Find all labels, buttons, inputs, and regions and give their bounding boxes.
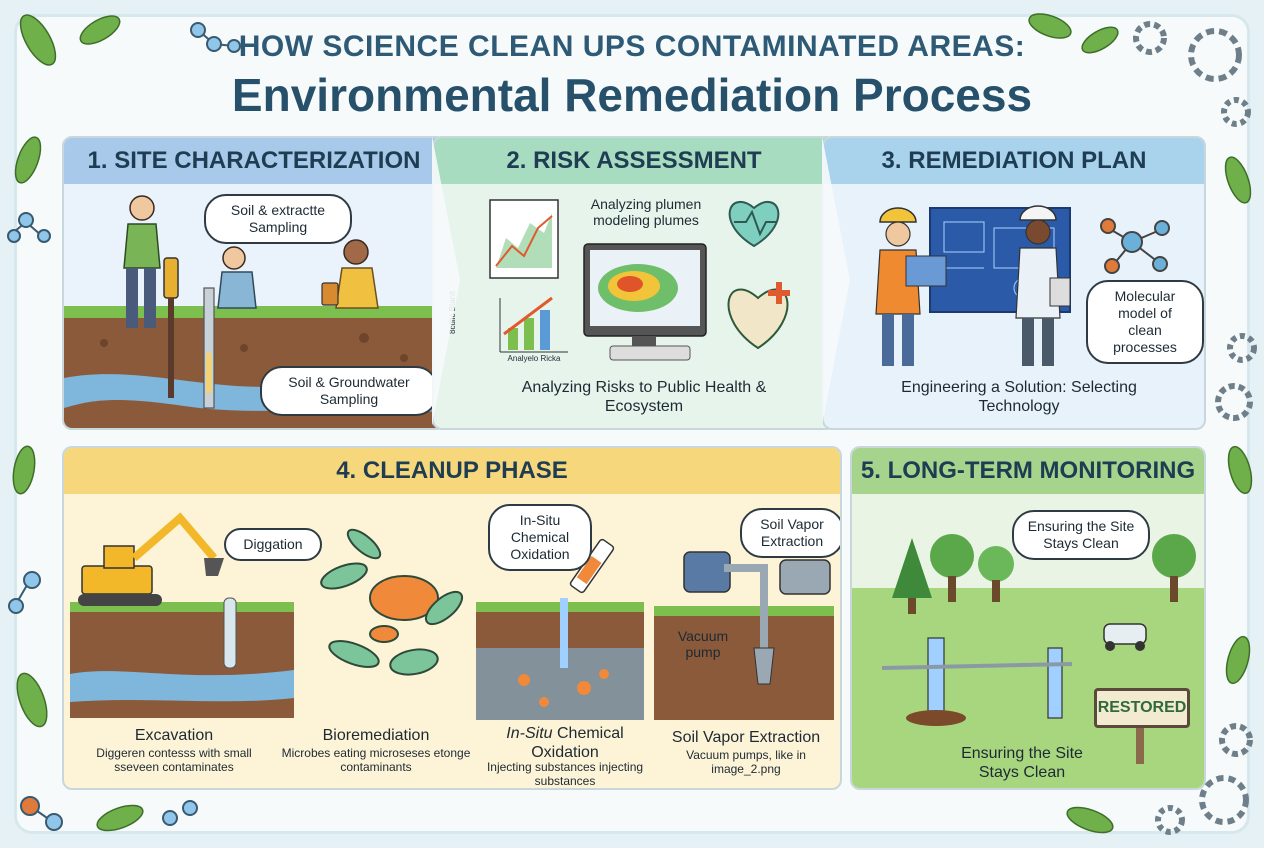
- molecule-icon: [1100, 218, 1170, 274]
- panel-title: 4. CLEANUP PHASE: [64, 448, 840, 494]
- speech-bubble: Soil Vapor Extraction: [740, 508, 840, 558]
- panel-title: 5. LONG-TERM MONITORING: [852, 448, 1204, 494]
- robot-rover-icon: [1103, 623, 1147, 651]
- risk-illustration: [489, 199, 790, 361]
- plan-illustration: [875, 205, 1170, 366]
- worker-icon: [123, 195, 179, 398]
- engineer-icon: [1015, 205, 1071, 366]
- panel-site-characterization: 1. SITE CHARACTERIZATION Soil & extractt…: [62, 136, 446, 430]
- excavation-title: Excavation: [134, 727, 214, 744]
- excavator-icon: [78, 512, 224, 606]
- vacuum-pump-label: Vacuum pump: [677, 628, 729, 660]
- panel-remediation-plan: 3. REMEDIATION PLAN Molecula: [822, 136, 1206, 430]
- panel-long-term-monitoring: 5. LONG-TERM MONITORING Ensuring the Sit…: [850, 446, 1206, 790]
- panel-caption: Analyzing Risks to Public Health & Ecosy…: [521, 379, 767, 415]
- panel-title: 3. REMEDIATION PLAN: [824, 138, 1204, 184]
- page-title: Environmental Remediation Process: [231, 69, 1033, 121]
- worker-icon: [321, 239, 379, 309]
- cleanup-illustration: [70, 512, 834, 720]
- engineer-icon: [875, 207, 947, 366]
- header-kicker: HOW SCIENCE CLEAN UPS CONTAMINATED AREAS…: [238, 30, 1026, 63]
- chart-side-label: 8cdlic Btanlt: [448, 290, 457, 334]
- sve-title: Soil Vapor Extraction: [671, 729, 821, 746]
- health-icon: [727, 282, 790, 350]
- panel-title: 1. SITE CHARACTERIZATION: [64, 138, 444, 184]
- monitoring-illustration: [852, 534, 1204, 788]
- speech-bubble: Molecular model of clean processes: [1086, 280, 1204, 364]
- panel-caption: Ensuring the Site Stays Clean: [961, 745, 1083, 781]
- isco-desc: Injecting substances injecting substance…: [486, 760, 644, 788]
- monitoring-well-icon: [881, 637, 1073, 726]
- isco-title-italic: In-Situ: [506, 725, 553, 742]
- speech-bubble: Soil & extractte Sampling: [204, 194, 352, 244]
- gear-icon: [1133, 21, 1257, 835]
- panel-title: 2. RISK ASSESSMENT: [434, 138, 834, 184]
- panel-risk-assessment: 2. RISK ASSESSMENT 8cdlic Btanlt Analyel…: [432, 136, 836, 430]
- speech-bubble: Soil & Groundwater Sampling: [260, 366, 438, 416]
- chart-bottom-label: Analyelo Ricka: [507, 354, 561, 363]
- leaf-icon: [12, 13, 1253, 834]
- isco-title-rest: Chemical Oxidation: [531, 725, 624, 761]
- tree-icon: [892, 534, 1196, 614]
- risk-top-label: Analyzing plumen modeling plumes: [590, 196, 702, 228]
- excavation-desc: Diggeren contesss with small sseveen con…: [96, 746, 252, 774]
- panel-caption: Engineering a Solution: Selecting Techno…: [901, 379, 1137, 415]
- heart-icon: [728, 201, 780, 248]
- vacuum-pump-icon: [683, 551, 831, 685]
- isco-title: In-Situ Chemical Oxidation: [480, 724, 650, 762]
- bioremediation-title: Bioremediation: [322, 727, 430, 744]
- restored-sign: RESTORED: [1094, 688, 1190, 728]
- molecule-icon: [7, 22, 241, 831]
- sve-desc: Vacuum pumps, like in image_2.png: [686, 748, 806, 776]
- microbe-icon: [320, 528, 464, 676]
- speech-bubble: In-Situ Chemical Oxidation: [488, 504, 592, 571]
- worker-icon: [203, 246, 257, 409]
- bioremediation-desc: Microbes eating microseses etonge contam…: [281, 746, 471, 774]
- panel-cleanup-phase: 4. CLEANUP PHASE: [62, 446, 842, 790]
- speech-bubble: Diggation: [224, 528, 322, 561]
- speech-bubble: Ensuring the Site Stays Clean: [1012, 510, 1150, 560]
